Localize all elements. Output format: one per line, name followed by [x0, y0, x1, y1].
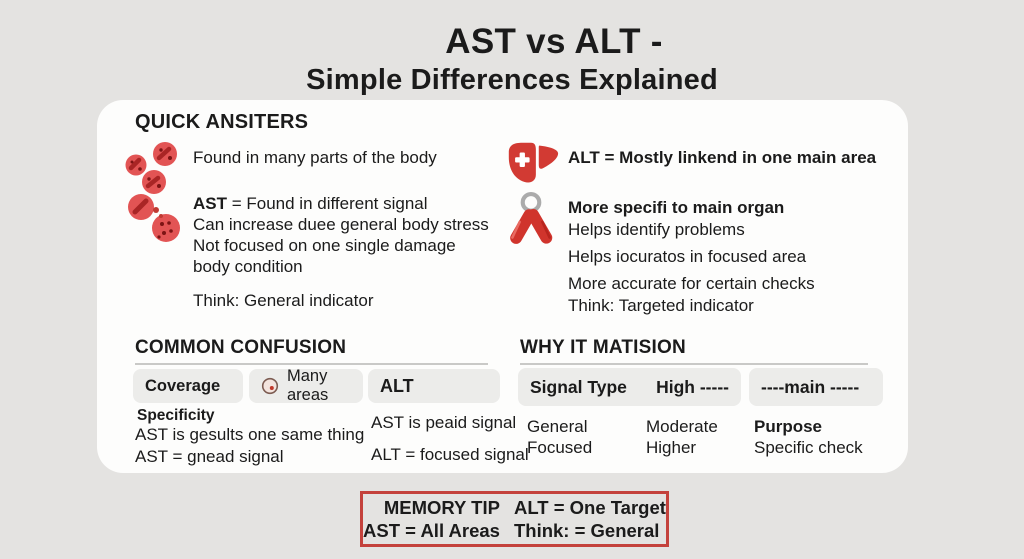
quick-left-row2-line3: Not focused on one single damage	[193, 236, 456, 255]
face-icon	[261, 377, 279, 395]
quick-answers-heading: QUICK ANSITERS	[135, 111, 309, 133]
common-confusion-heading: COMMON CONFUSION	[135, 337, 347, 358]
chip-alt-label: ALT	[380, 375, 414, 396]
common-confusion-rule	[135, 363, 488, 365]
why-col3-line: Specific check	[754, 438, 863, 457]
confusion-left-line2: AST = gnead signal	[135, 447, 284, 466]
chip-high-label: High -----	[656, 376, 729, 397]
memory-tip-box: MEMORY TIP ALT = One Target AST = All Ar…	[360, 491, 669, 547]
quick-left-row2-line4: body condition	[193, 257, 303, 276]
ast-label: AST	[193, 194, 227, 213]
memory-tip-ast: AST = All Areas	[363, 519, 500, 541]
why-it-matters-heading: WHY IT MATISION	[520, 337, 686, 358]
quick-right-row1: ALT = Mostly linkend in one main area	[568, 148, 877, 167]
cells-cluster-icon	[123, 141, 183, 201]
quick-right-row2-line3: Helps iocuratos in focused area	[568, 247, 807, 266]
chip-signal-type-label: Signal Type	[530, 376, 627, 397]
memory-tip-think: Think: = General	[513, 519, 660, 541]
liver-cross-icon	[503, 139, 561, 192]
cells-pair-icon	[125, 193, 183, 252]
quick-right-row2-line4: More accurate for certain checks	[568, 274, 815, 293]
quick-left-row2-line2: Can increase duee general body stress	[193, 215, 489, 234]
why-col2-line1: Moderate	[646, 417, 718, 436]
chip-coverage: Coverage	[133, 369, 243, 403]
why-col1: General Focused	[527, 416, 592, 458]
why-col2: Moderate Higher	[646, 416, 718, 458]
chip-main-label: ----main -----	[761, 376, 860, 397]
chip-main: ----main -----	[749, 368, 883, 406]
confusion-right-line2: ALT = focused signal	[371, 445, 529, 464]
hand-gripper-icon	[507, 191, 555, 258]
chip-many-areas-label: Many areas	[287, 367, 329, 404]
quick-right-think: Think: Targeted indicator	[568, 296, 754, 315]
quick-right-row2-title: More specifi to main organ	[568, 198, 785, 217]
ast-label-rest: = Found in different signal	[227, 194, 428, 213]
memory-tip-label: MEMORY TIP	[383, 496, 500, 518]
quick-left-row1: Found in many parts of the body	[193, 148, 437, 167]
quick-right-row2: More specifi to main organ Helps identif…	[568, 197, 815, 317]
chip-many-areas: Many areas	[249, 367, 363, 404]
confusion-right-line1: AST is peaid signal	[371, 413, 517, 432]
quick-right-row2-line2: Helps identify problems	[568, 220, 745, 239]
memory-tip-alt: ALT = One Target	[513, 496, 666, 518]
confusion-left-line1: AST is gesults one same thing	[135, 425, 365, 444]
why-col3-title: Purpose	[754, 417, 823, 436]
chip-coverage-label: Coverage	[145, 376, 221, 395]
content-card: QUICK ANSITERS	[97, 100, 908, 473]
chip-alt: ALT	[368, 369, 500, 403]
chip-signal-type: Signal Type High -----	[518, 368, 741, 406]
why-it-matters-rule	[520, 363, 868, 365]
title-line-1: AST vs ALT -	[445, 22, 663, 61]
quick-left-row2: AST = Found in different signal Can incr…	[193, 193, 489, 277]
why-col1-line1: General	[527, 417, 588, 436]
quick-left-think: Think: General indicator	[193, 291, 374, 310]
why-col2-line2: Higher	[646, 438, 697, 457]
why-col1-line2: Focused	[527, 438, 593, 457]
quick-left-row2-title: AST = Found in different signal	[193, 193, 489, 214]
title-line-2: Simple Differences Explained	[306, 64, 718, 96]
memory-tip-grid: MEMORY TIP ALT = One Target AST = All Ar…	[363, 497, 666, 542]
page-title: AST vs ALT - Simple Differences Explaine…	[0, 22, 1024, 97]
specificity-label: Specificity	[137, 407, 215, 424]
why-col3: Purpose Specific check	[754, 416, 863, 458]
